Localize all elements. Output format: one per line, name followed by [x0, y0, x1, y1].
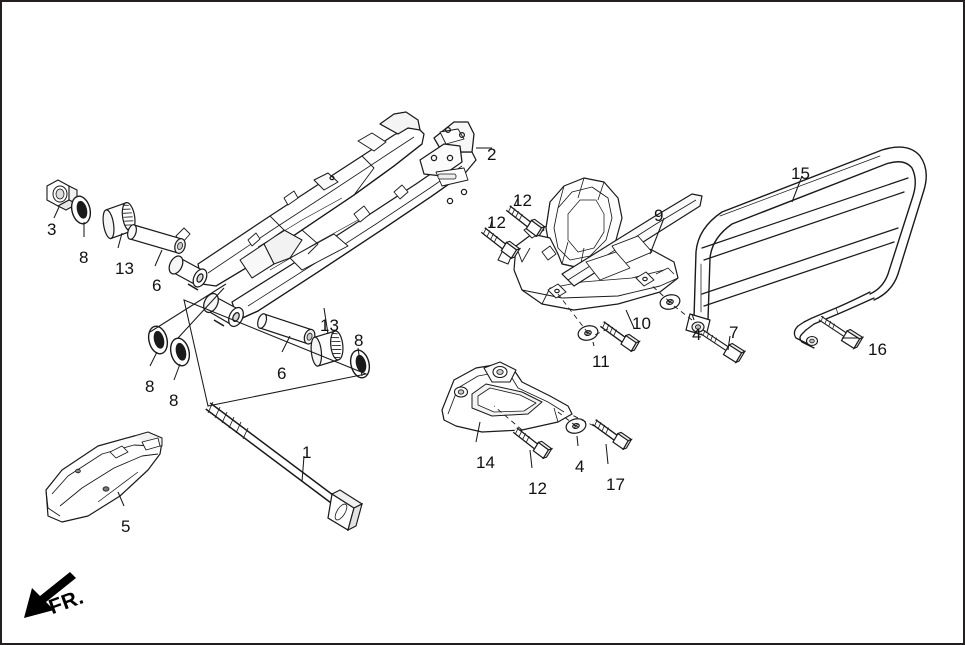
callout-4-grabrail: 4 — [692, 325, 702, 344]
callout-8-lower-a: 8 — [145, 377, 155, 396]
callout-4-chainguide: 4 — [575, 457, 585, 476]
part-8-seal-lower-a — [145, 323, 171, 357]
part-16-bolt — [818, 316, 864, 349]
callout-17: 17 — [606, 475, 625, 494]
callout-12-lower: 12 — [487, 213, 506, 232]
part-12-bolt-chainguide — [512, 427, 554, 459]
part-6-collar-right — [254, 311, 318, 347]
callout-11: 11 — [592, 352, 610, 371]
leader-lines — [53, 147, 858, 507]
callout-14: 14 — [476, 453, 495, 472]
part-pivot-bolt — [205, 401, 364, 532]
callout-1: 1 — [302, 443, 312, 462]
callout-12-upper: 12 — [513, 191, 532, 210]
callout-2: 2 — [487, 145, 497, 164]
callout-12-chainguide: 12 — [528, 479, 547, 498]
part-17-bolt — [591, 419, 633, 450]
callout-10: 10 — [632, 314, 651, 333]
part-chain-slider — [45, 431, 163, 523]
part-chain-guide-bracket — [441, 361, 573, 433]
callout-8-right: 8 — [354, 331, 364, 350]
callout-8-lower-b: 8 — [169, 391, 179, 410]
callout-6-left: 6 — [152, 276, 162, 295]
arrow-down-left-icon — [24, 572, 76, 618]
part-swingarm — [168, 111, 477, 328]
callout-6-right: 6 — [277, 364, 287, 383]
part-inner-fender — [497, 177, 703, 311]
callout-5: 5 — [121, 517, 131, 536]
callout-8-upper-left: 8 — [79, 248, 89, 267]
callout-9: 9 — [654, 206, 664, 225]
part-8-seal-lower-b — [167, 335, 193, 369]
callout-7: 7 — [729, 323, 739, 342]
callout-13-right: 13 — [320, 316, 339, 335]
part-6-collar-left — [125, 223, 188, 256]
callout-16: 16 — [868, 340, 887, 359]
callout-13-left: 13 — [115, 259, 134, 278]
part-7-socket-bolt — [700, 330, 746, 363]
callout-3: 3 — [47, 220, 57, 239]
assembly-axis-lines — [493, 283, 693, 431]
callout-15: 15 — [791, 164, 810, 183]
